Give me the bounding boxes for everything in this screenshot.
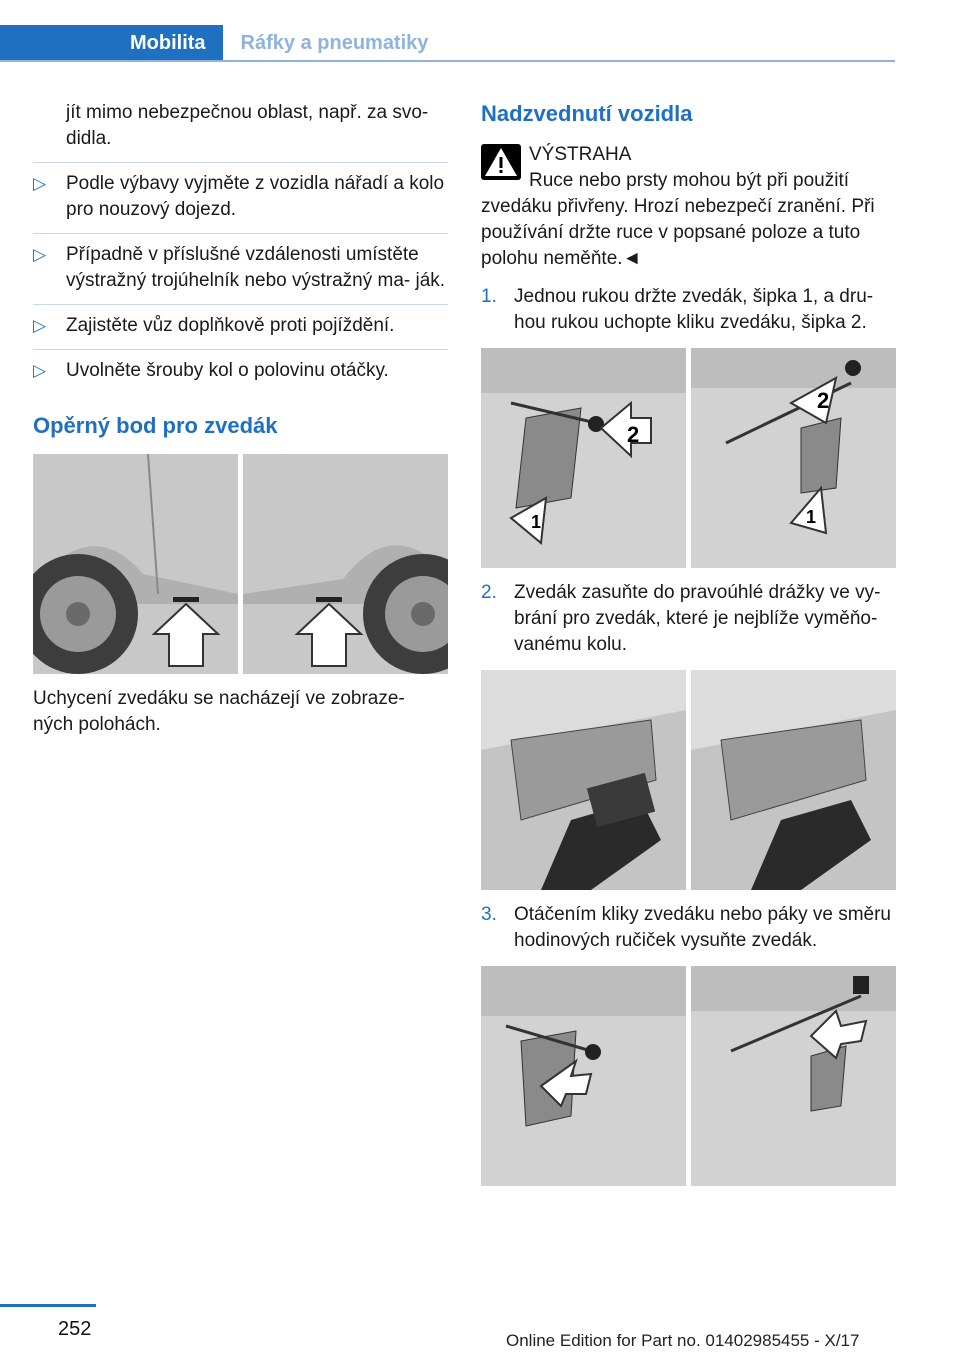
- step-item: 2. Zvedák zasuňte do pravoúhlé drážky ve…: [481, 580, 896, 658]
- svg-text:2: 2: [817, 388, 829, 413]
- list-item-text: Podle výbavy vyjměte z vozidla nářadí a …: [66, 173, 445, 220]
- arrow-1-right: 1: [789, 485, 828, 535]
- svg-text:2: 2: [627, 422, 639, 447]
- tab-rafky-a-pneumatiky[interactable]: Ráfky a pneumatiky: [240, 32, 429, 54]
- step-text: Otáčením kliky zvedáku nebo páky ve směr…: [514, 904, 892, 951]
- warning-triangle-icon: [481, 144, 521, 180]
- warning-title: VÝSTRAHA: [529, 144, 632, 165]
- jack-crank-illustration: [481, 966, 896, 1186]
- list-item: ▷ Případně v příslušné vzdálenosti umíst…: [33, 242, 448, 294]
- list-item: ▷ Uvolněte šrouby kol o polovinu otáčky.: [33, 358, 448, 384]
- page-number: 252: [58, 1318, 92, 1340]
- arrow-1-left: 1: [509, 496, 548, 545]
- svg-text:1: 1: [806, 507, 816, 527]
- bullet-triangle-icon: ▷: [33, 245, 47, 264]
- figure-caption: Uchycení zvedáku se nacházejí ve zobraze…: [33, 688, 405, 735]
- step-text: Jednou rukou držte zvedák, šipka 1, a dr…: [514, 286, 874, 333]
- step-text: Zvedák zasuňte do pravoúhlé drážky ve vy…: [514, 582, 881, 655]
- header-tabs: Mobilita Ráfky a pneumatiky: [0, 25, 446, 61]
- list-item-text: Uvolněte šrouby kol o polovinu otáčky.: [66, 360, 389, 381]
- section-title-lifting: Nadzvednutí vozidla: [481, 101, 693, 126]
- edition-note: Online Edition for Part no. 01402985455 …: [506, 1331, 860, 1350]
- footer-divider: [0, 1304, 96, 1307]
- arrow-2-left: 2: [599, 400, 652, 459]
- bullet-triangle-icon: ▷: [33, 174, 47, 193]
- list-item-text: Případně v příslušné vzdálenosti umístět…: [66, 244, 446, 291]
- step-item: 3. Otáčením kliky zvedáku nebo páky ve s…: [481, 902, 896, 954]
- step-number: 2.: [481, 582, 497, 603]
- bullet-triangle-icon: ▷: [33, 361, 47, 380]
- step-number: 3.: [481, 904, 497, 925]
- step-number: 1.: [481, 286, 497, 307]
- arrow-2-right: 2: [788, 376, 838, 425]
- divider: [33, 162, 448, 163]
- jack-point-illustration: [33, 454, 448, 674]
- section-title-jack-point: Opěrný bod pro zvedák: [33, 413, 278, 438]
- list-item: ▷ Podle výbavy vyjměte z vozidla nářadí …: [33, 171, 448, 223]
- divider: [33, 233, 448, 234]
- warning-block: VÝSTRAHA Ruce nebo prsty mohou být při p…: [481, 142, 896, 272]
- intro-text: jít mimo nebezpečnou oblast, např. za sv…: [66, 102, 429, 149]
- right-column: Nadzvednutí vozidla VÝSTRAHA Ruce nebo p…: [481, 100, 896, 1186]
- header-divider: [0, 60, 895, 62]
- warning-text: Ruce nebo prsty mohou být při použití zv…: [481, 170, 875, 269]
- tab-mobilita[interactable]: Mobilita: [0, 25, 223, 61]
- bullet-triangle-icon: ▷: [33, 316, 47, 335]
- divider: [33, 349, 448, 350]
- jack-handle-illustration: 2 1 2 1: [481, 348, 896, 568]
- list-item: ▷ Zajistěte vůz doplňkově proti pojížděn…: [33, 313, 448, 339]
- step-item: 1. Jednou rukou držte zvedák, šipka 1, a…: [481, 284, 896, 336]
- list-item-text: Zajistěte vůz doplňkově proti pojíždění.: [66, 315, 395, 336]
- left-column: jít mimo nebezpečnou oblast, např. za sv…: [33, 100, 448, 757]
- jack-slot-illustration: [481, 670, 896, 890]
- svg-text:1: 1: [531, 512, 541, 532]
- divider: [33, 304, 448, 305]
